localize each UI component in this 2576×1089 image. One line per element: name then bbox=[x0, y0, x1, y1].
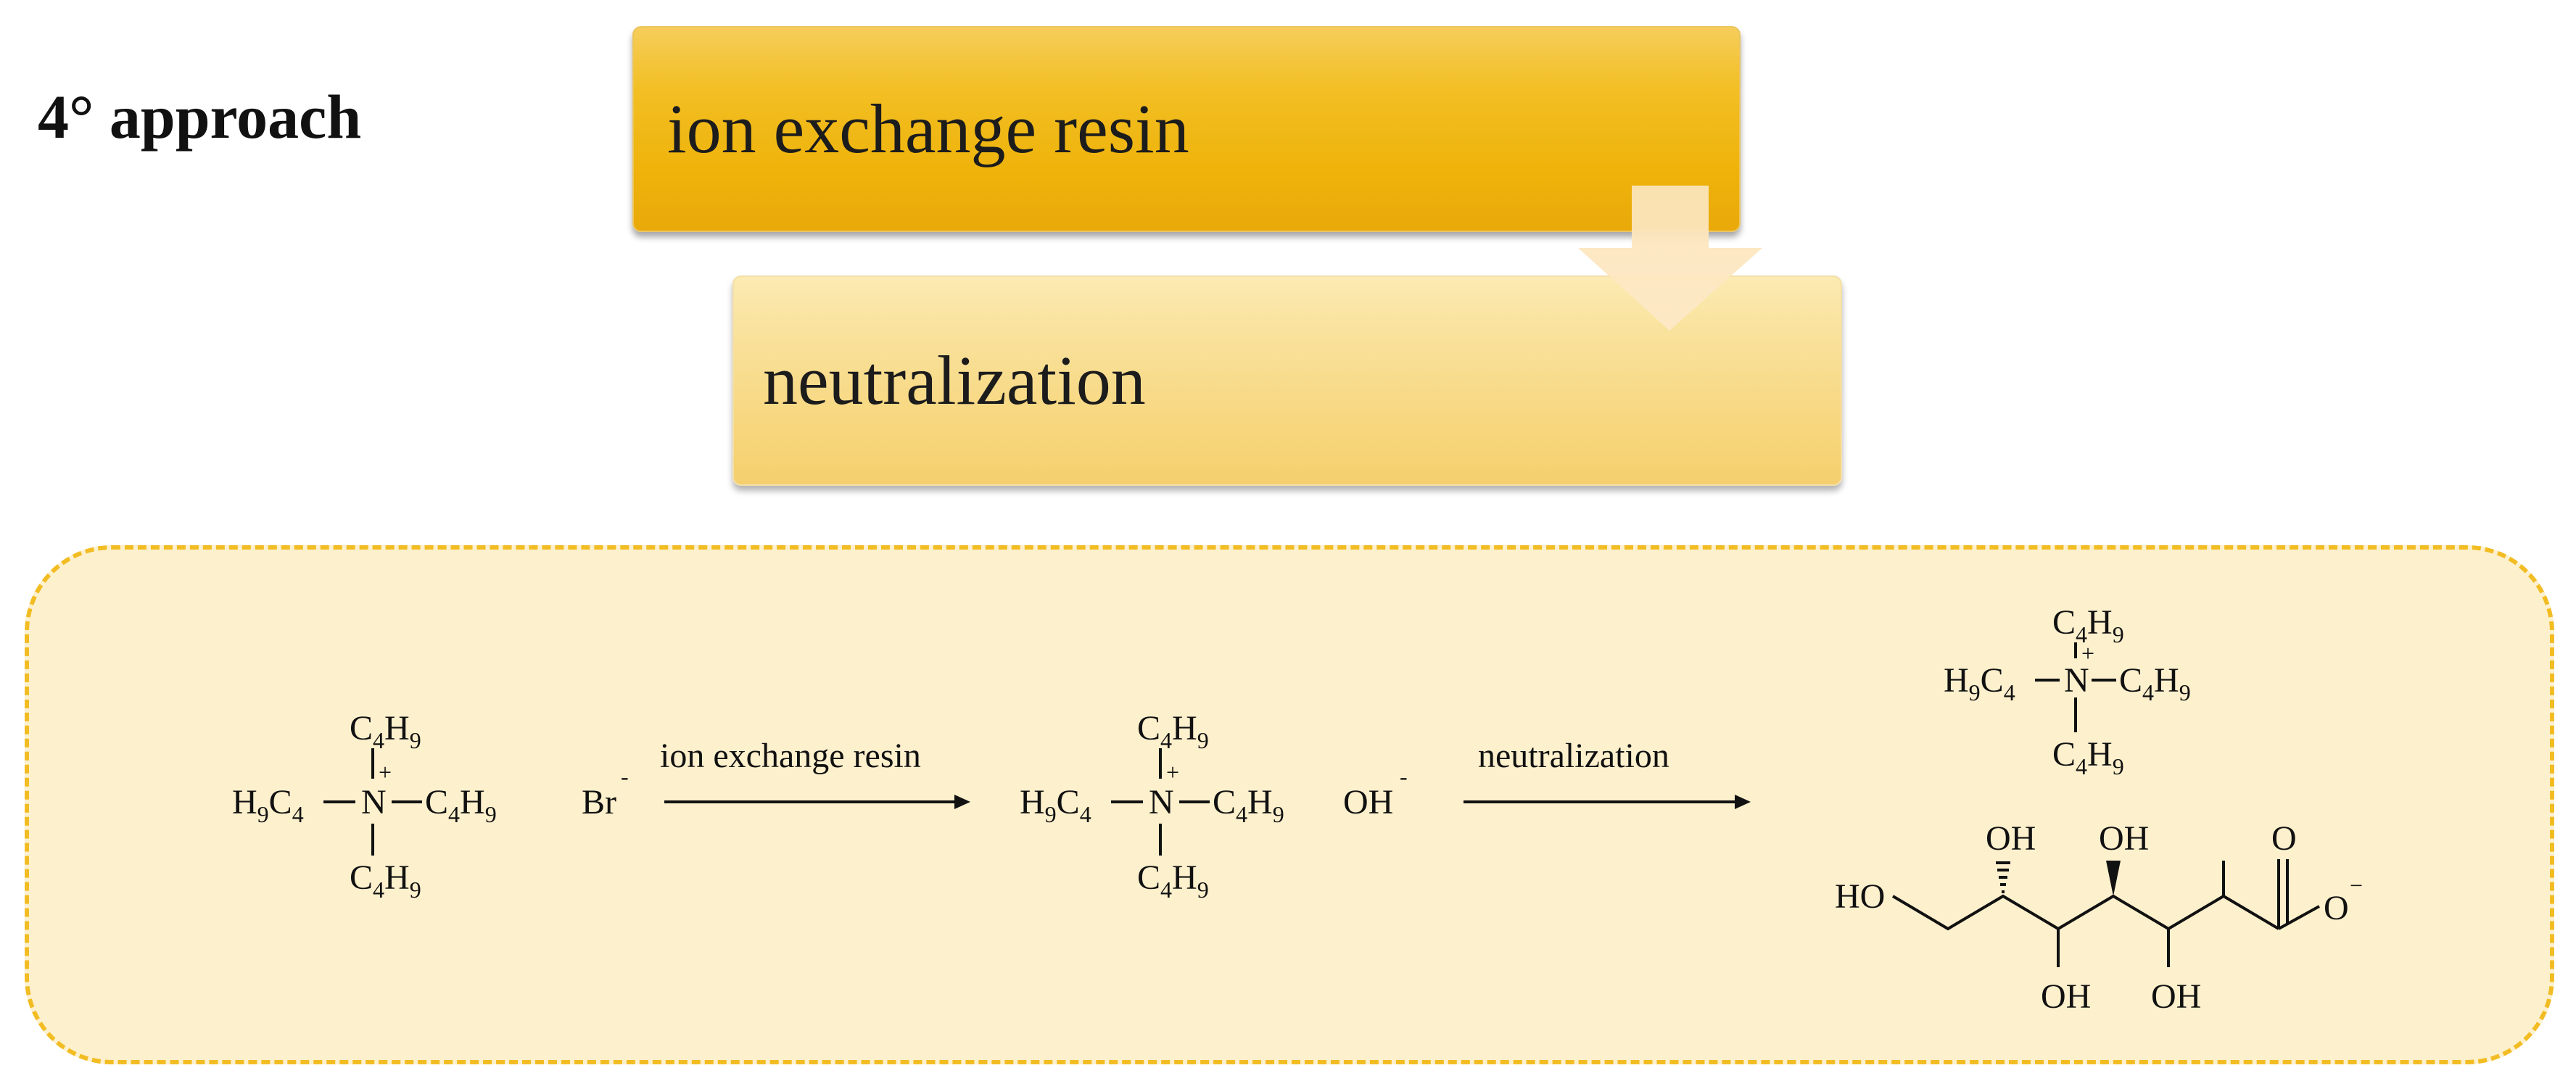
bromide-charge: - bbox=[621, 763, 629, 790]
tetrabutylammonium-cation-3: C4H9 H9C4 N + C4H9 C4H9 bbox=[1944, 603, 2191, 779]
arrow-2-label: neutralization bbox=[1478, 737, 1669, 775]
svg-text:C4H9: C4H9 bbox=[350, 709, 421, 753]
carboxylate-charge: − bbox=[2350, 872, 2363, 898]
carbonyl-oxygen-label: O bbox=[2271, 819, 2297, 858]
hydroxyl-label: OH bbox=[2151, 977, 2201, 1016]
terminal-hydroxyl-label: HO bbox=[1835, 877, 1885, 916]
stereo-hash-bond bbox=[1996, 861, 2010, 893]
hydroxide-symbol: OH bbox=[1343, 783, 1393, 821]
svg-text:C4H9: C4H9 bbox=[2052, 735, 2124, 779]
positive-charge: + bbox=[379, 759, 392, 785]
svg-text:H9C4: H9C4 bbox=[232, 783, 304, 827]
reaction-scheme-panel bbox=[25, 545, 2554, 1064]
hydroxyl-label: OH bbox=[2041, 977, 2091, 1016]
svg-text:H9C4: H9C4 bbox=[1020, 783, 1091, 827]
gluconate-anion: HO OH OH OH OH O O − bbox=[1835, 819, 2363, 1016]
nitrogen-atom: N bbox=[2064, 661, 2089, 700]
svg-text:C4H9: C4H9 bbox=[425, 783, 497, 827]
svg-text:C4H9: C4H9 bbox=[1213, 783, 1284, 827]
stereo-wedge-bonds bbox=[2106, 861, 2121, 896]
step-label: neutralization bbox=[763, 341, 1146, 419]
svg-text:C4H9: C4H9 bbox=[1137, 709, 1209, 753]
svg-text:H9C4: H9C4 bbox=[1944, 661, 2015, 705]
svg-text:C4H9: C4H9 bbox=[350, 858, 421, 903]
tetrabutylammonium-cation-1: C4H9 H9C4 N + C4H9 C4H9 bbox=[232, 709, 497, 903]
svg-text:C4H9: C4H9 bbox=[1137, 858, 1209, 903]
bromide-symbol: Br bbox=[582, 783, 616, 821]
arrow-1-label: ion exchange resin bbox=[660, 737, 921, 775]
positive-charge: + bbox=[2081, 640, 2094, 666]
step-ion-exchange-resin: ion exchange resin bbox=[632, 26, 1741, 232]
nitrogen-atom: N bbox=[1149, 783, 1174, 821]
hydroxyl-label: OH bbox=[1986, 819, 2036, 858]
figure-title: 4° approach bbox=[38, 82, 362, 152]
hydroxide-charge: - bbox=[1400, 763, 1408, 790]
flow-down-arrow-icon bbox=[1578, 186, 1762, 331]
tetrabutylammonium-cation-2: C4H9 H9C4 N + C4H9 C4H9 bbox=[1020, 709, 1284, 903]
hydroxyl-label: OH bbox=[2099, 819, 2149, 858]
carboxylate-oxygen-label: O bbox=[2324, 889, 2349, 927]
nitrogen-atom: N bbox=[361, 783, 387, 821]
positive-charge: + bbox=[1166, 759, 1179, 785]
svg-text:C4H9: C4H9 bbox=[2119, 661, 2191, 705]
step-label: ion exchange resin bbox=[667, 90, 1189, 167]
svg-text:C4H9: C4H9 bbox=[2052, 603, 2124, 647]
